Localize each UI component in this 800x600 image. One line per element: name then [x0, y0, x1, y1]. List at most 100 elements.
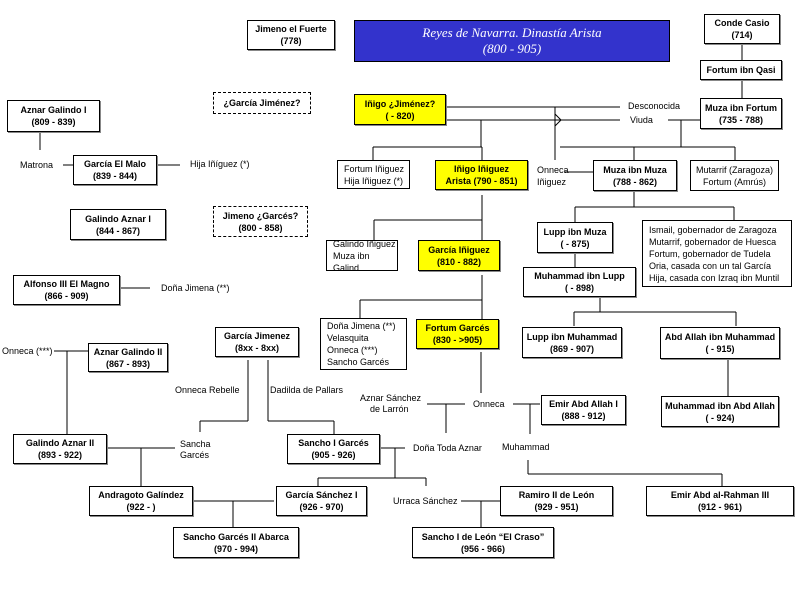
person-line: Mutarrif (Zaragoza): [695, 164, 774, 175]
label-muhammad: Muhammad: [502, 442, 550, 452]
person-garcia-el-malo: García El Malo (839 - 844): [73, 155, 157, 185]
person-line: Fortum (Amrús): [703, 176, 766, 187]
person-name: García Iñiguez: [428, 244, 490, 255]
person-line: Hija Iñiguez (*): [344, 175, 404, 186]
person-name: ¿García Jiménez?: [223, 98, 301, 108]
person-lupp-ibn-muza: Lupp ibn Muza ( - 875): [537, 222, 613, 253]
person-line: Sancho Garcés: [327, 357, 390, 367]
label-sancha-2: Garcés: [180, 450, 210, 460]
person-dates: (735 - 788): [718, 114, 764, 125]
person-name: Abd Allah ibn Muhammad: [664, 332, 776, 342]
person-dates: ( - 820): [385, 110, 415, 121]
person-line: Mutarrif, gobernador de Huesca: [649, 236, 777, 247]
person-dates: (888 - 912): [561, 411, 606, 421]
person-alfonso-iii: Alfonso III El Magno (866 - 909): [13, 275, 120, 305]
person-dates: ( - 915): [705, 344, 735, 354]
person-line: Velasquita: [327, 333, 369, 343]
person-name: Fortum Garcés: [425, 323, 490, 333]
label-viuda: Viuda: [630, 115, 653, 125]
label-onneca: Onneca: [473, 399, 505, 409]
label-onneca-iniguez-1: Onneca: [537, 165, 569, 175]
person-sancho-garces-ii-abarca: Sancho Garcés II Abarca (970 - 994): [173, 527, 299, 558]
person-muhammad-ibn-lupp: Muhammad ibn Lupp ( - 898): [523, 267, 636, 297]
person-dates: (926 - 970): [299, 502, 344, 512]
person-name: Conde Casio: [714, 18, 770, 28]
person-emir-abd-allah-i: Emir Abd Allah I (888 - 912): [541, 395, 626, 425]
person-dates: (714): [731, 30, 753, 40]
person-name: Emir Abd al-Rahman III: [670, 490, 770, 500]
person-name: Jimeno ¿Garcés?: [222, 210, 299, 221]
person-name: Lupp ibn Muhammad: [526, 331, 618, 342]
person-sancho-i-de-leon: Sancho I de León “El Craso” (956 - 966): [412, 527, 554, 558]
person-jimeno-el-fuerte: Jimeno el Fuerte (778): [247, 20, 335, 50]
person-dates: (867 - 893): [105, 358, 151, 369]
person-name: García Jimenez: [223, 331, 291, 341]
label-aznar-sanchez-2: de Larrón: [370, 404, 409, 414]
person-dates: (912 - 961): [697, 502, 743, 512]
person-line: Hija, casada con Izraq ibn Muntil: [649, 272, 780, 283]
label-aznar-sanchez-1: Aznar Sánchez: [360, 393, 422, 403]
person-name: Galindo Aznar I: [85, 213, 151, 224]
label-dona-toda-aznar: Doña Toda Aznar: [413, 443, 482, 453]
person-name: Iñigo ¿Jiménez?: [364, 98, 436, 109]
person-dates: (839 - 844): [92, 171, 138, 181]
person-dates: (956 - 966): [460, 543, 506, 554]
title-line-2: (800 - 905): [482, 41, 542, 56]
persons-mutarrif-fortum: Mutarrif (Zaragoza) Fortum (Amrús): [690, 160, 779, 191]
person-galindo-aznar-i: Galindo Aznar I (844 - 867): [70, 209, 166, 240]
person-name: García El Malo: [83, 159, 147, 169]
person-name: Sancho I Garcés: [298, 438, 369, 448]
persons-garcia-iniguez-children: Doña Jimena (**) Velasquita Onneca (***)…: [320, 318, 407, 370]
person-dates: (922 - ): [126, 502, 156, 512]
title-line-1: Reyes de Navarra. Dinastía Arista: [422, 25, 602, 40]
person-andragoto-galindez: Andragoto Galíndez (922 - ): [89, 486, 193, 516]
label-onneca-rebelle: Onneca Rebelle: [175, 385, 240, 395]
person-line: Oria, casada con un tal García: [649, 260, 772, 271]
person-abd-allah-ibn-muhammad: Abd Allah ibn Muhammad ( - 915): [660, 327, 780, 359]
person-name: Fortum ibn Qasi: [706, 65, 776, 75]
label-onneca-3: Onneca (***): [2, 346, 53, 356]
person-muza-ibn-muza: Muza ibn Muza (788 - 862): [593, 160, 677, 191]
person-name: Muza ibn Fortum: [705, 102, 777, 113]
person-name: Iñigo Iñiguez: [454, 164, 509, 174]
person-name: Ramiro II de León: [518, 490, 595, 500]
person-name: Sancho Garcés II Abarca: [183, 531, 289, 542]
person-inigo-arista: Iñigo Iñiguez Arista (790 - 851): [435, 160, 528, 190]
person-conde-casio: Conde Casio (714): [704, 14, 780, 44]
persons-galindo-muza: Galindo Iñiguez Muza ibn Galind: [326, 239, 398, 273]
person-fortum-ibn-qasi: Fortum ibn Qasi: [700, 60, 782, 80]
person-line: Ismail, gobernador de Zaragoza: [649, 224, 777, 235]
person-line: Onneca (***): [327, 345, 378, 355]
persons-fortum-hija-iniguez: Fortum Iñiguez Hija Iñiguez (*): [337, 160, 410, 189]
label-sancha-1: Sancha: [180, 439, 211, 449]
person-dates: Arista (790 - 851): [445, 176, 518, 186]
person-garcia-jimenez-uncertain: ¿García Jiménez?: [213, 92, 311, 114]
person-fortum-garces: Fortum Garcés (830 - >905): [416, 319, 499, 349]
person-dates: (970 - 994): [213, 543, 259, 554]
label-urraca-sanchez: Urraca Sánchez: [393, 496, 458, 506]
person-aznar-galindo-ii: Aznar Galindo II (867 - 893): [88, 343, 168, 372]
label-onneca-iniguez-2: Iñiguez: [537, 177, 567, 187]
persons-muza-descendants: Ismail, gobernador de Zaragoza Mutarrif,…: [642, 220, 792, 287]
person-name: Sancho I de León “El Craso”: [421, 531, 545, 542]
person-dates: (893 - 922): [37, 450, 83, 460]
person-name: Jimeno el Fuerte: [255, 24, 327, 34]
person-aznar-galindo-i: Aznar Galindo I (809 - 839): [7, 100, 100, 132]
label-dadilda-de-pallars: Dadilda de Pallars: [270, 385, 344, 395]
person-dates: (869 - 907): [549, 343, 595, 354]
label-dona-jimena: Doña Jimena (**): [161, 283, 230, 293]
person-dates: (788 - 862): [612, 176, 658, 187]
label-matrona: Matrona: [20, 160, 54, 170]
person-dates: (800 - 858): [238, 222, 283, 233]
person-line: Fortum, gobernador de Tudela: [649, 248, 771, 259]
person-dates: (866 - 909): [44, 291, 89, 301]
person-name: Emir Abd Allah I: [549, 399, 618, 409]
person-muhammad-ibn-abd-allah: Muhammad ibn Abd Allah ( - 924): [661, 396, 779, 427]
person-dates: (905 - 926): [311, 450, 356, 460]
person-ramiro-ii: Ramiro II de León (929 - 951): [500, 486, 613, 516]
person-dates: ( - 924): [705, 412, 735, 423]
person-name: Alfonso III El Magno: [23, 279, 110, 289]
label-desconocida: Desconocida: [628, 101, 681, 111]
person-inigo-jimenez: Iñigo ¿Jiménez? ( - 820): [354, 94, 446, 125]
